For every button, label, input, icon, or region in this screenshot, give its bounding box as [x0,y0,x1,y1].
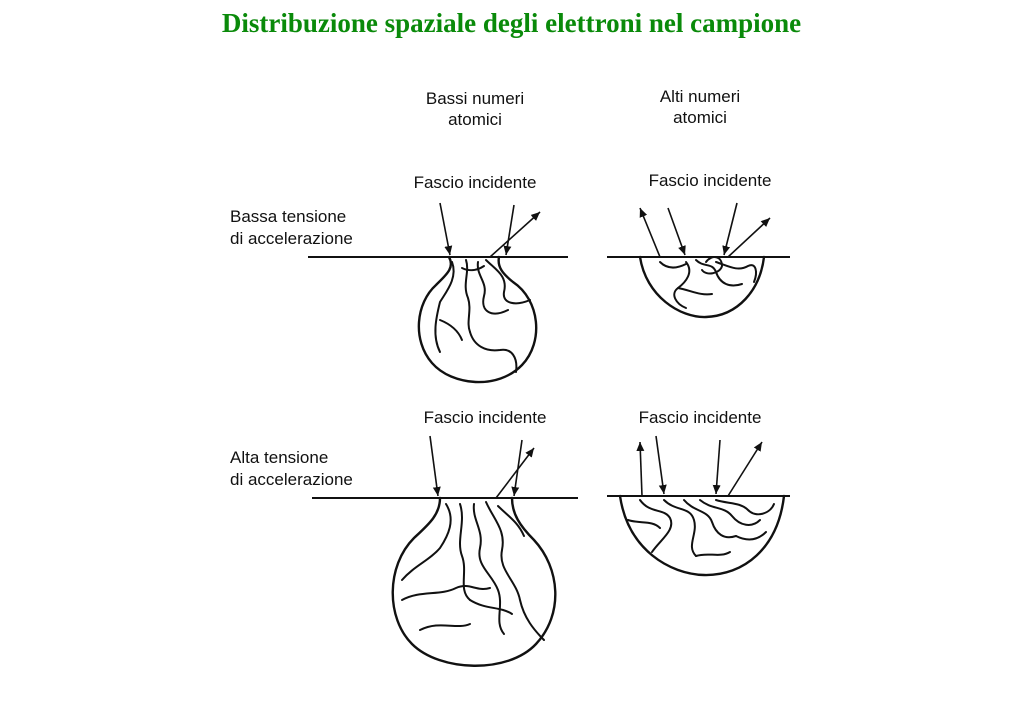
backscattered-arrow [727,217,771,258]
incident-beam-arrow [667,207,686,256]
backscattered-arrow [495,447,535,499]
incident-beam-arrow [429,435,441,497]
electron-trajectories [434,259,531,373]
column-header-line: Bassi numeri [426,89,524,108]
backscattered-arrow [636,441,645,497]
electron-trajectories [659,256,757,309]
beam-label-high-voltage-high-z: Fascio incidente [639,408,762,427]
incident-beam-arrow [722,202,738,256]
column-header-line: atomici [673,108,727,127]
page-title: Distribuzione spaziale degli elettroni n… [221,8,802,38]
beam-label-low-voltage-high-z: Fascio incidente [649,171,772,190]
volume-outline [391,496,557,667]
incident-beam-arrow [655,435,667,495]
backscattered-arrow [639,207,661,258]
interaction-volume-high-voltage-low-z [312,435,578,667]
volume-outline [417,255,538,384]
row-label-high-voltage: Alta tensione di accelerazione [230,448,353,489]
column-header-low-z: Bassi numeri atomici [426,89,524,129]
volume-outline [618,494,786,577]
column-header-line: atomici [448,110,502,129]
row-label-low-voltage: Bassa tensione di accelerazione [230,207,353,248]
row-label-line: Bassa tensione [230,207,346,226]
incident-beam-arrow [503,204,515,256]
incident-beam-arrow [712,439,721,495]
incident-beam-arrow [439,202,453,256]
row-label-line: di accelerazione [230,470,353,489]
beam-label-low-voltage-low-z: Fascio incidente [414,173,537,192]
volume-outline [638,255,766,319]
backscattered-arrow [727,441,763,497]
backscattered-arrow [489,211,541,258]
interaction-volume-high-voltage-high-z [607,435,790,577]
electron-trajectories [401,501,545,641]
column-header-high-z: Alti numeri atomici [660,87,740,127]
beam-label-high-voltage-low-z: Fascio incidente [424,408,547,427]
column-header-line: Alti numeri [660,87,740,106]
interaction-volume-low-voltage-high-z [607,202,790,319]
row-label-line: di accelerazione [230,229,353,248]
interaction-volume-low-voltage-low-z [308,202,568,384]
row-label-line: Alta tensione [230,448,328,467]
electron-trajectories [627,499,775,557]
